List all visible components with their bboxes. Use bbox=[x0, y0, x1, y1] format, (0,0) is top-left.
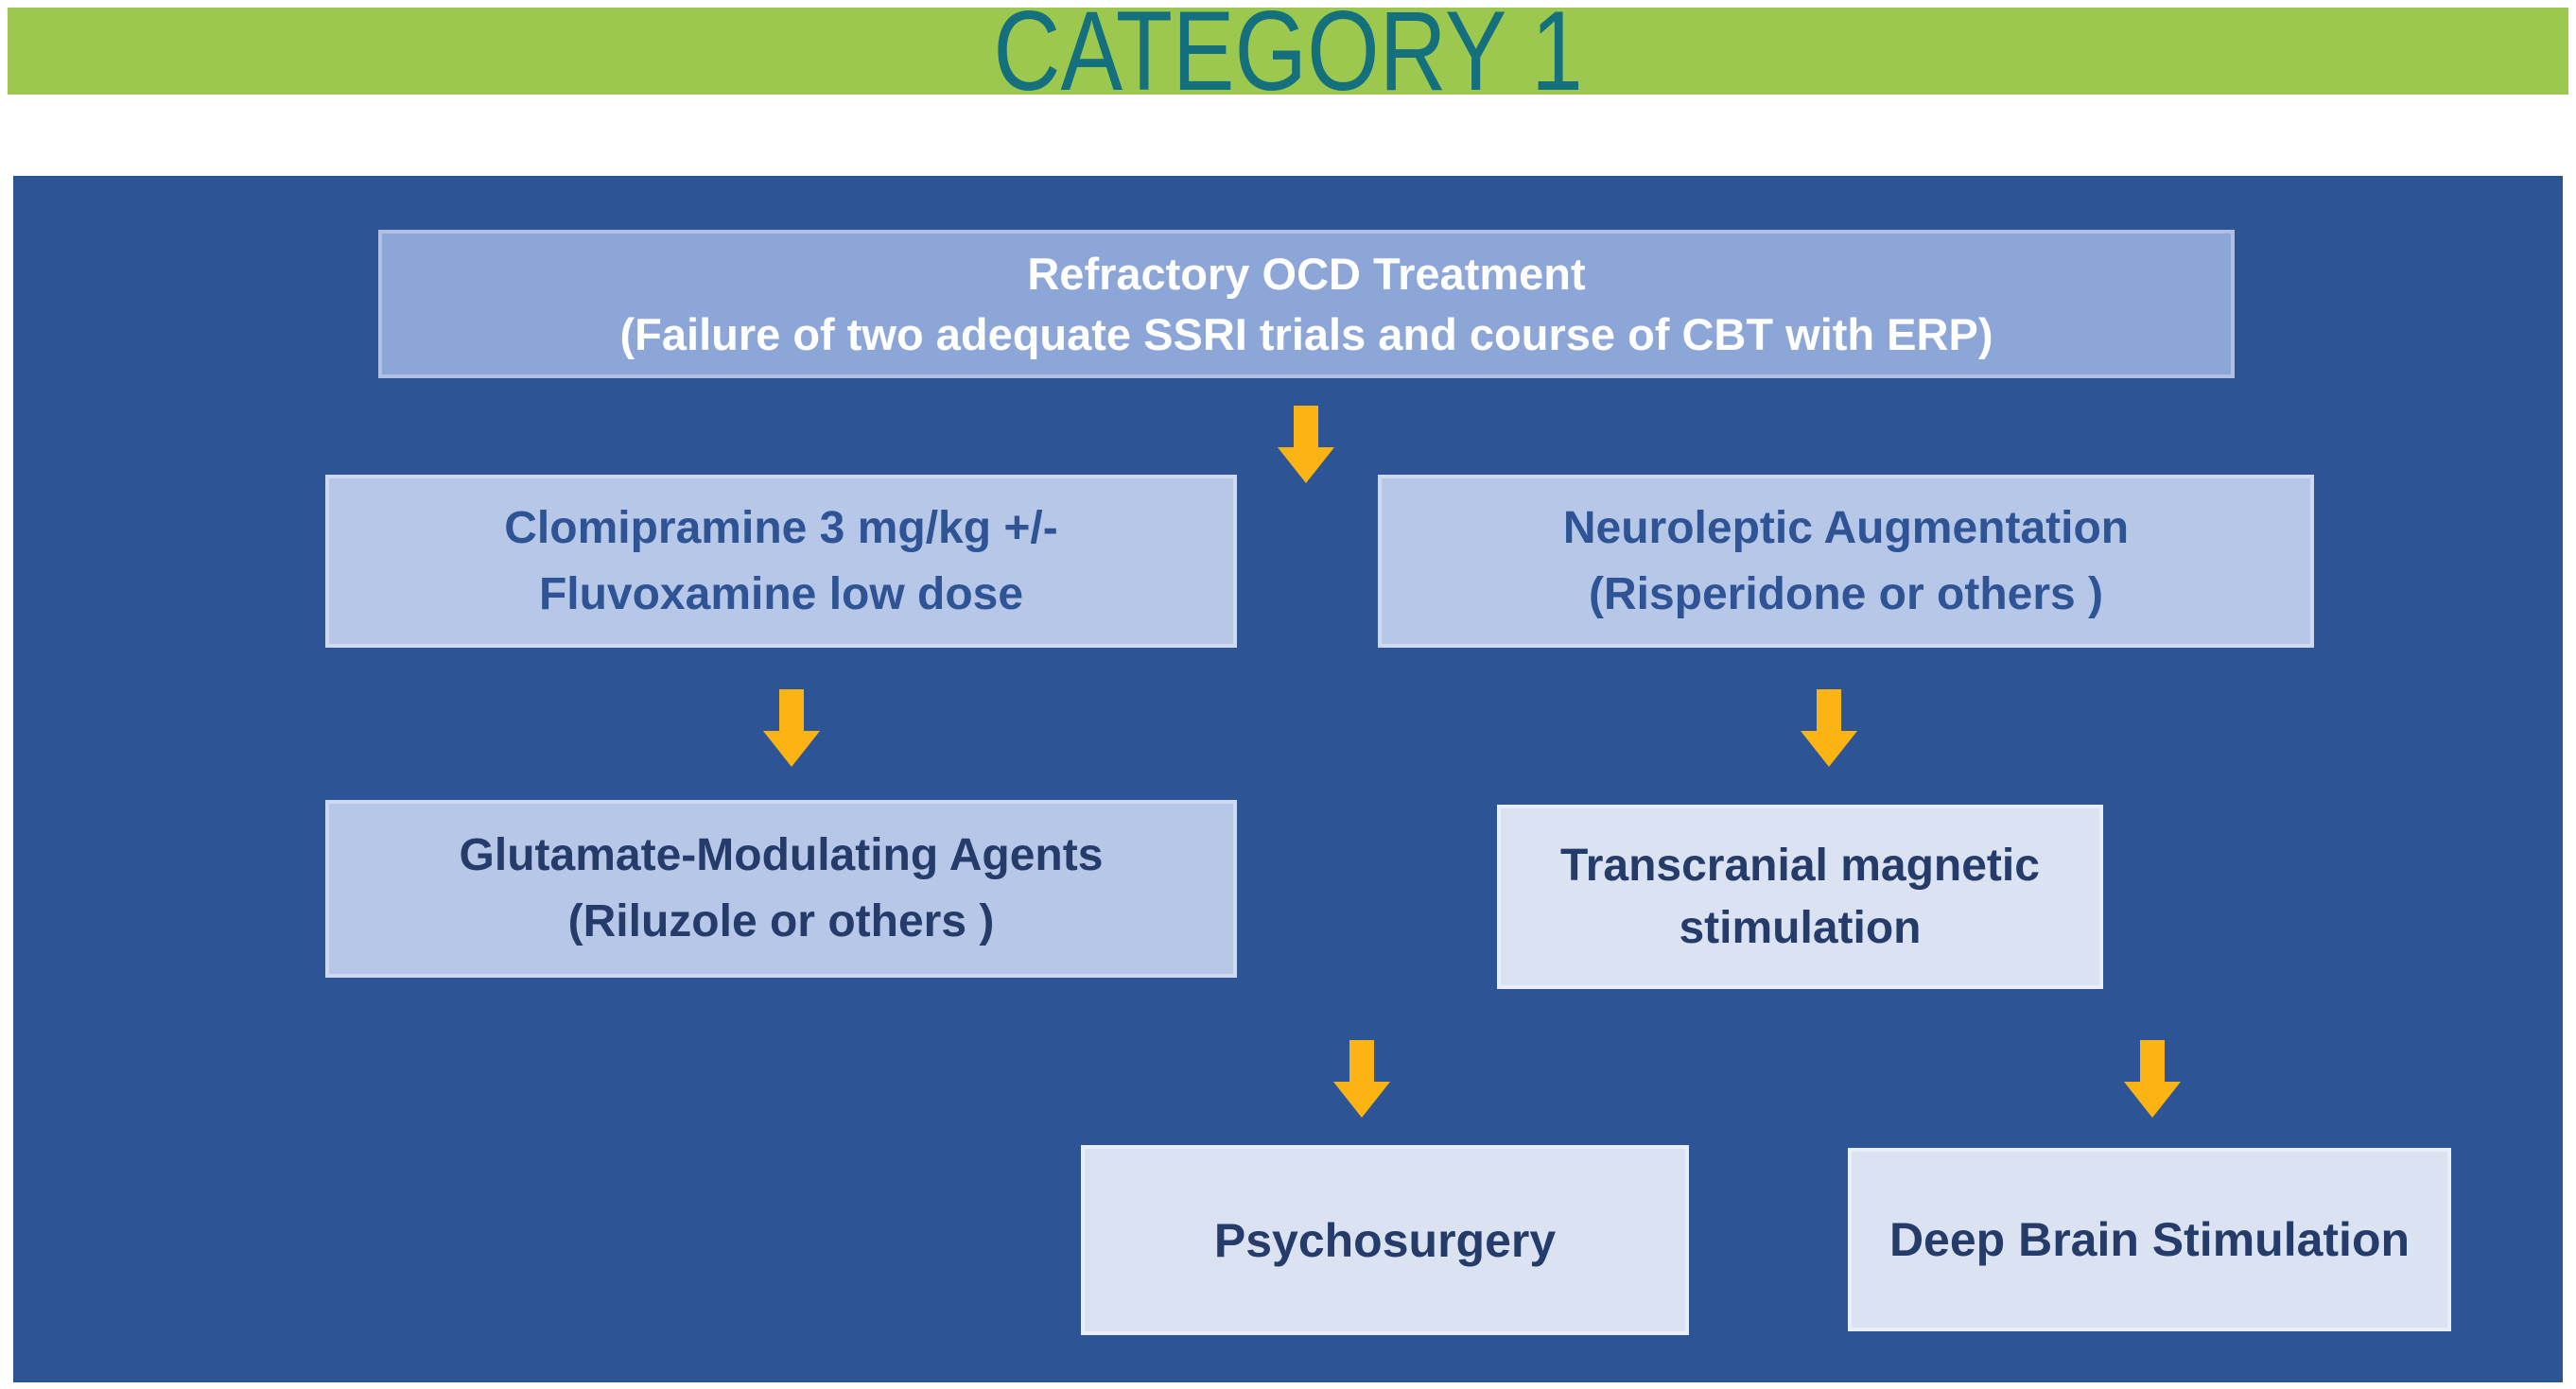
node-neuroleptic-line2: (Risperidone or others ) bbox=[1588, 568, 2104, 619]
node-refractory-ocd-treatment: Refractory OCD Treatment (Failure of two… bbox=[378, 230, 2235, 378]
node-deep-brain-stimulation: Deep Brain Stimulation bbox=[1848, 1148, 2451, 1331]
down-arrow-icon bbox=[1798, 689, 1860, 767]
node-tms-line1: Transcranial magnetic bbox=[1560, 840, 2040, 891]
flowchart-panel: Refractory OCD Treatment (Failure of two… bbox=[13, 176, 2563, 1382]
node-psychosurgery: Psychosurgery bbox=[1081, 1145, 1689, 1335]
node-neuroleptic-augmentation: Neuroleptic Augmentation (Risperidone or… bbox=[1378, 475, 2314, 648]
node-clomipramine: Clomipramine 3 mg/kg +/- Fluvoxamine low… bbox=[325, 475, 1237, 648]
category-banner: CATEGORY 1 bbox=[8, 0, 2568, 114]
node-clomipramine-line2: Fluvoxamine low dose bbox=[538, 568, 1024, 619]
node-tms-line2: stimulation bbox=[1679, 902, 1922, 953]
down-arrow-icon bbox=[1275, 406, 1337, 483]
node-refractory-line1: Refractory OCD Treatment bbox=[1027, 248, 1586, 299]
node-neuroleptic-line1: Neuroleptic Augmentation bbox=[1562, 502, 2130, 553]
node-glutamate-modulating-agents: Glutamate-Modulating Agents (Riluzole or… bbox=[325, 800, 1237, 978]
down-arrow-icon bbox=[2121, 1040, 2184, 1118]
node-clomipramine-line1: Clomipramine 3 mg/kg +/- bbox=[504, 502, 1058, 553]
down-arrow-icon bbox=[1331, 1040, 1393, 1118]
banner-title: CATEGORY 1 bbox=[993, 0, 1583, 114]
node-psychosurgery-label: Psychosurgery bbox=[1213, 1213, 1557, 1267]
node-transcranial-magnetic-stimulation: Transcranial magnetic stimulation bbox=[1497, 805, 2103, 989]
node-glutamate-line1: Glutamate-Modulating Agents bbox=[459, 830, 1104, 880]
down-arrow-icon bbox=[760, 689, 823, 767]
node-refractory-line2: (Failure of two adequate SSRI trials and… bbox=[619, 308, 1993, 359]
node-glutamate-line2: (Riluzole or others ) bbox=[567, 896, 995, 946]
node-dbs-label: Deep Brain Stimulation bbox=[1888, 1213, 2411, 1266]
